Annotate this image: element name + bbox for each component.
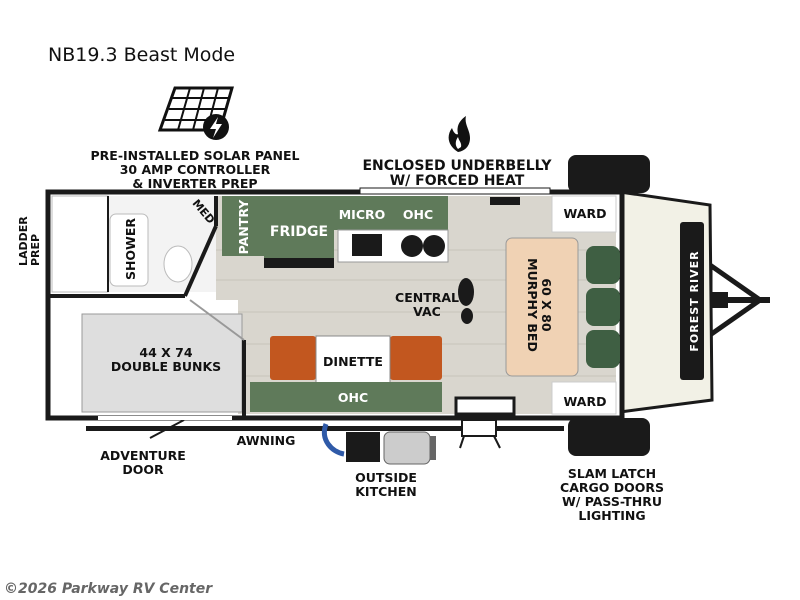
copyright-notice: ©2026 Parkway RV Center [4,581,213,597]
double-bunks-label: 44 X 74 DOUBLE BUNKS [110,345,222,374]
front-seat-2 [586,288,620,326]
ohc-top-label: OHC [402,207,434,222]
micro-cabinet [334,196,448,230]
solar-panel-label: PRE-INSTALLED SOLAR PANEL 30 AMP CONTROL… [90,148,300,191]
murphy-bed [505,237,579,377]
ohc-bottom-label: OHC [337,390,369,405]
dinette-seat-right [390,336,442,380]
ohc-bottom-cabinet [250,382,442,412]
awning-label: AWNING [236,433,296,448]
adventure-door-label: ADVENTURE DOOR [100,448,186,477]
ward-top [551,195,617,233]
ward-bottom-label: WARD [563,394,607,409]
ladder-prep-label: LADDER PREP [17,216,42,266]
dinette-label: DINETTE [323,354,383,369]
cargo-doors-label: SLAM LATCH CARGO DOORS W/ PASS-THRU LIGH… [560,466,664,523]
micro-label: MICRO [338,207,386,222]
underbelly-label: ENCLOSED UNDERBELLY W/ FORCED HEAT [362,158,552,189]
central-vac-label: CENTRAL VAC [395,290,459,319]
boot-print-icon [458,278,474,324]
fridge-cabinet [264,196,334,268]
forest-river-logo: FOREST RIVER [688,250,701,352]
outside-kitchen-icon [322,423,436,465]
front-seat-1 [586,246,620,284]
fridge-label: FRIDGE [269,224,329,240]
solar-panel-icon [157,86,234,140]
front-seat-3 [586,330,620,368]
front-wall-bottom [568,418,650,456]
ward-top-label: WARD [563,206,607,221]
pantry-label: PANTRY [236,199,251,255]
dinette-seat-left [270,336,316,380]
shower-label: SHOWER [123,217,138,281]
grill-icon [459,419,501,449]
murphy-bed-label: 60 X 80 MURPHY BED [525,258,554,352]
hitch-icon [707,260,770,340]
floorplan-title: NB19.3 Beast Mode [48,44,236,66]
dinette-table [315,335,391,385]
flame-icon [448,116,470,152]
pantry-cabinet [222,196,264,256]
ward-bottom [551,381,617,415]
front-wall-top [568,155,650,193]
outside-kitchen-label: OUTSIDE KITCHEN [355,470,417,499]
